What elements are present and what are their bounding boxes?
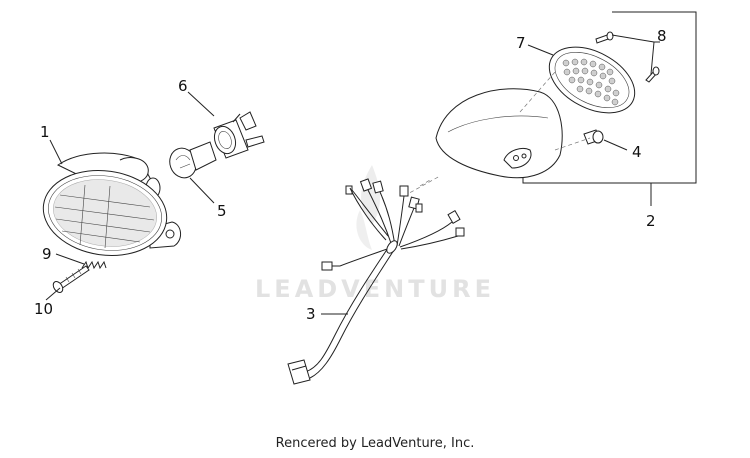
tail-bulb	[583, 129, 604, 145]
headlight	[42, 152, 181, 256]
taillight-housing	[435, 88, 563, 179]
group-bracket-2	[522, 11, 697, 206]
adjuster-screw	[52, 265, 90, 293]
bulb-socket	[213, 111, 265, 159]
wiring-harness	[287, 178, 465, 385]
callout-6: 6	[178, 77, 188, 95]
callouts: 1 2 3 4 5 6 7 8 9 10	[34, 27, 667, 323]
callout-10: 10	[34, 300, 53, 318]
footer-credit: Rencered by LeadVenture, Inc.	[275, 436, 475, 451]
lens-screw-lower	[645, 66, 660, 83]
callout-9: 9	[42, 245, 52, 263]
headlight-bulb	[169, 141, 217, 179]
callout-5: 5	[217, 202, 227, 220]
watermark: LEADVENTURE	[255, 165, 495, 303]
taillight-lens	[548, 46, 636, 114]
callout-8: 8	[657, 27, 667, 45]
callout-3: 3	[306, 305, 316, 323]
assembly-guides	[403, 71, 591, 197]
lens-screw-upper	[595, 31, 614, 44]
watermark-text: LEADVENTURE	[255, 275, 495, 303]
adjuster-spring	[81, 260, 107, 270]
leader-lines	[45, 34, 660, 315]
callout-1: 1	[40, 123, 50, 141]
callout-4: 4	[632, 143, 642, 161]
callout-7: 7	[516, 34, 526, 52]
callout-2: 2	[646, 212, 656, 230]
